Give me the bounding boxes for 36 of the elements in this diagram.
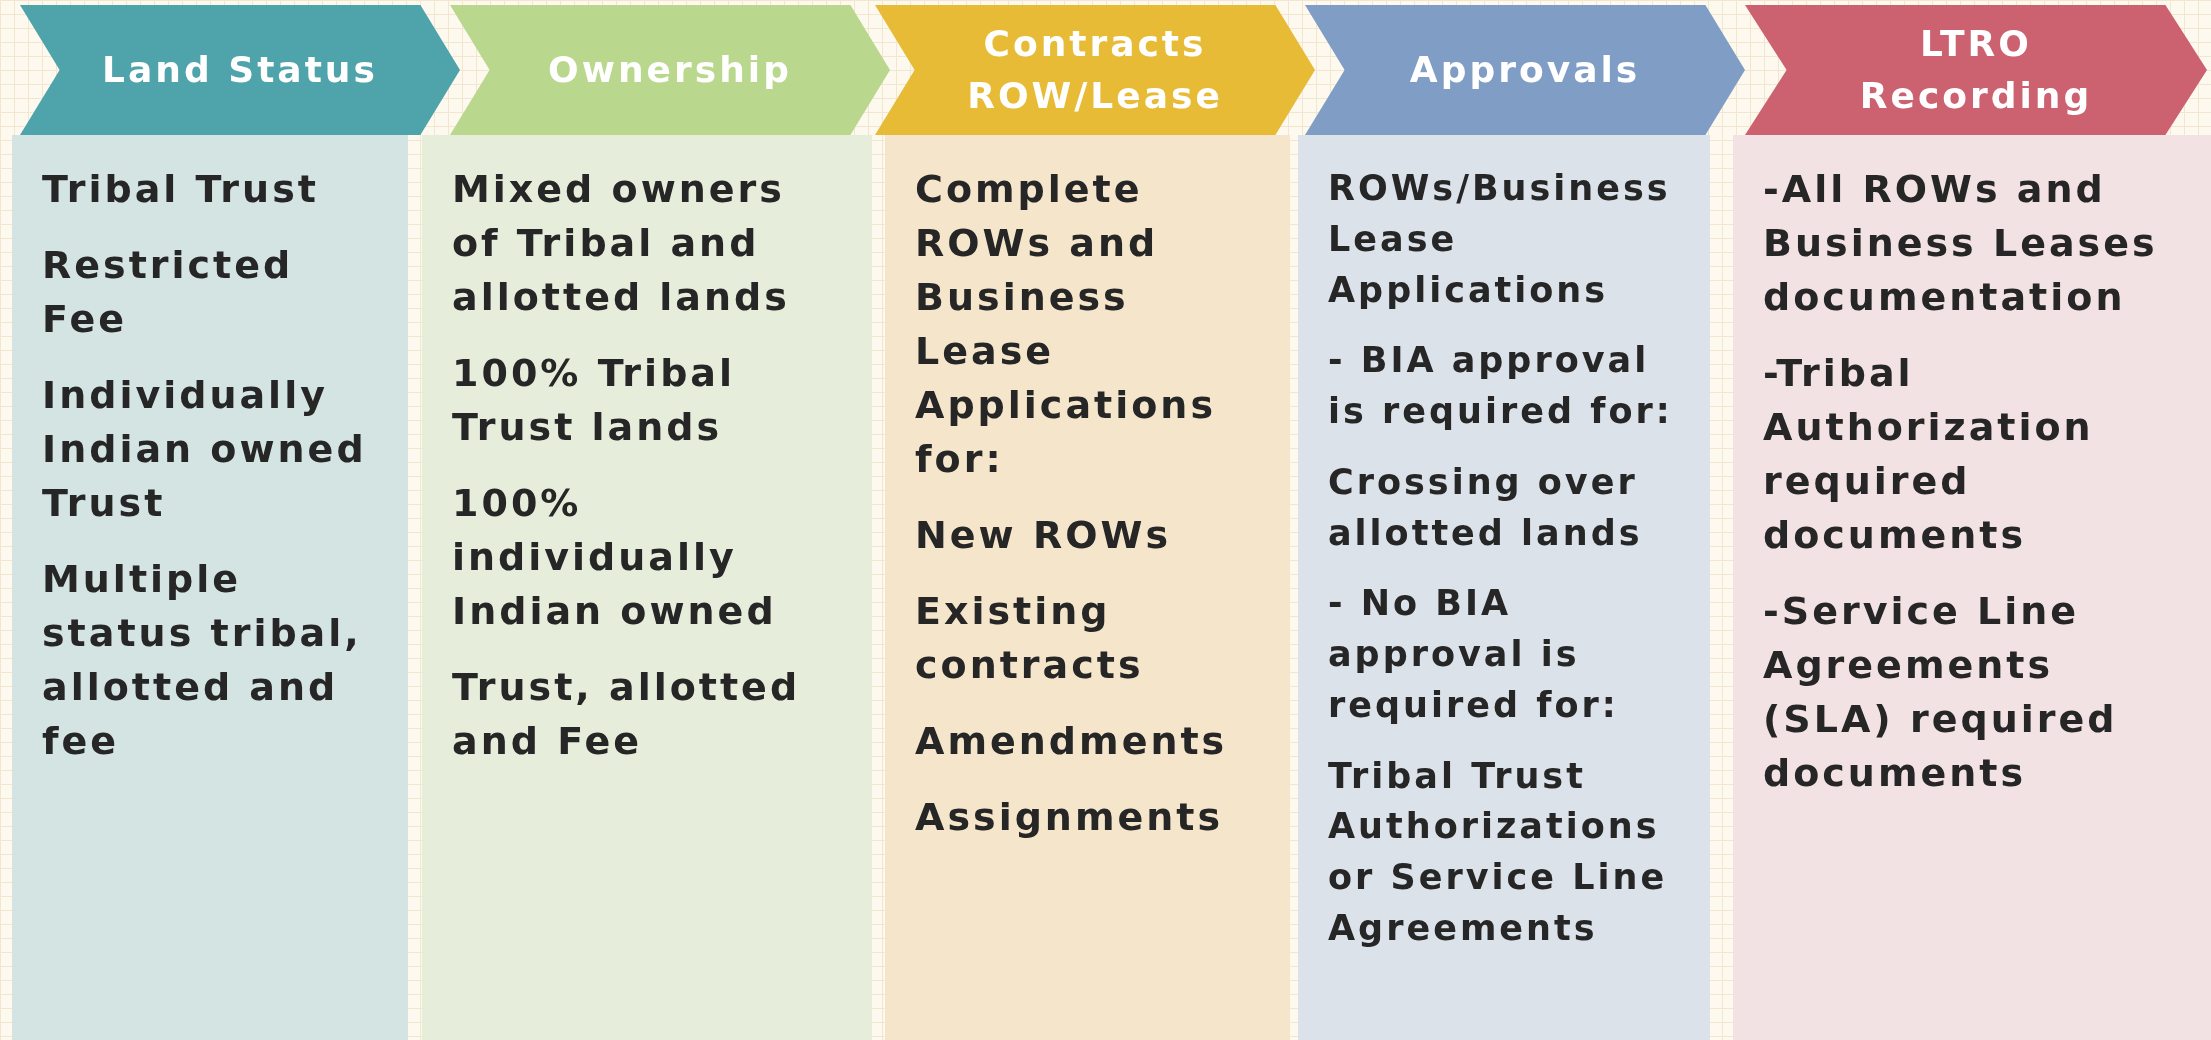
panel-text: Multiple status tribal, allotted and fee xyxy=(42,555,363,765)
panel-text: New ROWs xyxy=(915,511,1172,559)
column-panel xyxy=(1298,135,1710,1040)
panel-text: Trust, allotted and Fee xyxy=(452,663,802,765)
panel-text: Tribal Trust xyxy=(42,166,320,213)
stage-header xyxy=(875,5,1315,135)
panel-text: Complete ROWs and Business Lease Applications for: xyxy=(915,166,1217,483)
panel-text: -All ROWs and Business Leases documentation xyxy=(1763,166,2159,321)
panel-text: Mixed owners of Tribal and allotted lands xyxy=(452,166,791,321)
panel-text: Crossing over allotted lands xyxy=(1328,460,1644,555)
column-panel xyxy=(885,135,1290,1040)
step-title: Ownership xyxy=(547,47,793,92)
panel-text: - No BIA approval is required for: xyxy=(1328,582,1620,727)
step-title: Land Status xyxy=(101,47,379,92)
panel-text: Tribal Trust Authorizations or Service Line Agreements xyxy=(1328,754,1669,950)
stage-header xyxy=(1305,5,1745,135)
column-panel xyxy=(422,135,872,1040)
stage-header xyxy=(450,5,890,135)
panel-text: ROWs/Business Lease Applications xyxy=(1328,167,1672,312)
column-panel xyxy=(1733,135,2211,1040)
panel-text: 100% Tribal Trust lands xyxy=(452,349,736,451)
panel-text: Restricted Fee xyxy=(42,241,295,343)
step-title: Contracts ROW/Lease xyxy=(966,21,1224,118)
panel-text: Assignments xyxy=(915,793,1225,841)
step-title: Approvals xyxy=(1408,47,1642,92)
column-panel xyxy=(12,135,408,1040)
panel-text: Amendments xyxy=(915,717,1229,765)
panel-text: 100% individually Indian owned xyxy=(452,479,778,635)
panel-text: -Tribal Authorization required documents xyxy=(1763,349,2095,559)
stage-header xyxy=(1745,5,2207,135)
stage-header xyxy=(20,5,460,135)
panel-text: - BIA approval is required for: xyxy=(1328,339,1674,433)
panel-text: Individually Indian owned Trust xyxy=(42,371,368,527)
step-title: LTRO Recording xyxy=(1858,21,2094,118)
panel-text: Existing contracts xyxy=(915,587,1145,689)
panel-text: -Service Line Agreements (SLA) required documents xyxy=(1763,587,2119,797)
